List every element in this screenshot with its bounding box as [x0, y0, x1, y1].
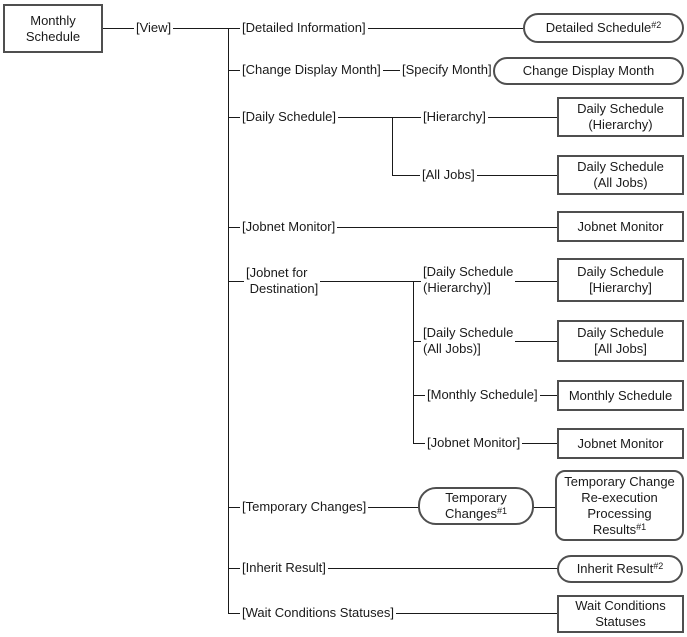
window-wait-conditions-statuses-label: Wait Conditions Statuses	[575, 598, 666, 629]
window-jobnet-monitor-label: Jobnet Monitor	[577, 218, 664, 234]
menu-label-view: [View]	[134, 20, 174, 36]
menu-label-hierarchy: [Hierarchy]	[421, 109, 488, 125]
window-temporary-change-reexecution-label: Temporary Change Re-execution Processing…	[564, 473, 675, 537]
menu-label-temporary-changes: [Temporary Changes]	[240, 499, 369, 515]
window-detailed-schedule-note: #2	[651, 20, 662, 30]
root-box-label: Monthly Schedule	[25, 12, 81, 44]
menu-label-jobnet-for-destination: [Jobnet for Destination]	[244, 265, 321, 297]
window-inherit-result-label: Inherit Result	[576, 561, 654, 576]
menu-label-specify-month: [Specify Month]	[400, 62, 494, 78]
window-dest-daily-schedule-all-jobs: Daily Schedule [All Jobs]	[557, 320, 684, 362]
window-temporary-changes-label: Temporary Changes	[444, 490, 507, 521]
window-detailed-schedule-label: Detailed Schedule	[545, 20, 652, 35]
window-wait-conditions-statuses: Wait Conditions Statuses	[557, 595, 684, 633]
menu-label-change-display-month: [Change Display Month]	[240, 62, 383, 78]
window-dest-monthly-schedule-label: Monthly Schedule	[568, 387, 673, 403]
window-daily-schedule-all-jobs-label: Daily Schedule (All Jobs)	[577, 159, 664, 190]
menu-label-dest-daily-schedule-all-jobs: [Daily Schedule (All Jobs)]	[421, 325, 516, 357]
menu-label-dest-daily-schedule-hierarchy: [Daily Schedule (Hierarchy)]	[421, 264, 516, 296]
window-change-display-month-label: Change Display Month	[522, 63, 655, 78]
window-temporary-change-reexecution: Temporary Change Re-execution Processing…	[555, 470, 684, 541]
window-temporary-change-reexecution-note: #1	[636, 521, 647, 532]
window-dest-daily-schedule-hierarchy: Daily Schedule [Hierarchy]	[557, 258, 684, 302]
menu-label-inherit-result: [Inherit Result]	[240, 560, 328, 576]
window-inherit-result-note: #2	[653, 561, 664, 571]
menu-label-daily-schedule: [Daily Schedule]	[240, 109, 338, 125]
window-dest-jobnet-monitor-label: Jobnet Monitor	[577, 435, 664, 451]
window-temporary-changes: Temporary Changes#1	[418, 487, 534, 525]
window-dest-jobnet-monitor: Jobnet Monitor	[557, 428, 684, 459]
menu-label-all-jobs: [All Jobs]	[420, 167, 477, 183]
window-dest-daily-schedule-hierarchy-label: Daily Schedule [Hierarchy]	[577, 264, 664, 295]
window-change-display-month: Change Display Month	[493, 57, 684, 85]
window-jobnet-monitor: Jobnet Monitor	[557, 211, 684, 242]
window-daily-schedule-all-jobs: Daily Schedule (All Jobs)	[557, 155, 684, 195]
window-dest-daily-schedule-all-jobs-label: Daily Schedule [All Jobs]	[577, 325, 664, 356]
menu-label-wait-conditions-statuses: [Wait Conditions Statuses]	[240, 605, 396, 621]
window-inherit-result: Inherit Result#2	[557, 555, 683, 583]
root-monthly-schedule-box: Monthly Schedule	[3, 4, 103, 53]
window-dest-monthly-schedule: Monthly Schedule	[557, 380, 684, 411]
menu-label-jobnet-monitor: [Jobnet Monitor]	[240, 219, 338, 235]
window-daily-schedule-hierarchy: Daily Schedule (Hierarchy)	[557, 97, 684, 137]
window-temporary-changes-note: #1	[497, 506, 508, 516]
window-daily-schedule-hierarchy-label: Daily Schedule (Hierarchy)	[577, 101, 664, 132]
menu-label-detailed-information: [Detailed Information]	[240, 20, 368, 36]
menu-label-dest-jobnet-monitor: [Jobnet Monitor]	[425, 435, 523, 451]
window-detailed-schedule: Detailed Schedule#2	[523, 13, 684, 43]
menu-label-dest-monthly-schedule: [Monthly Schedule]	[425, 387, 540, 403]
